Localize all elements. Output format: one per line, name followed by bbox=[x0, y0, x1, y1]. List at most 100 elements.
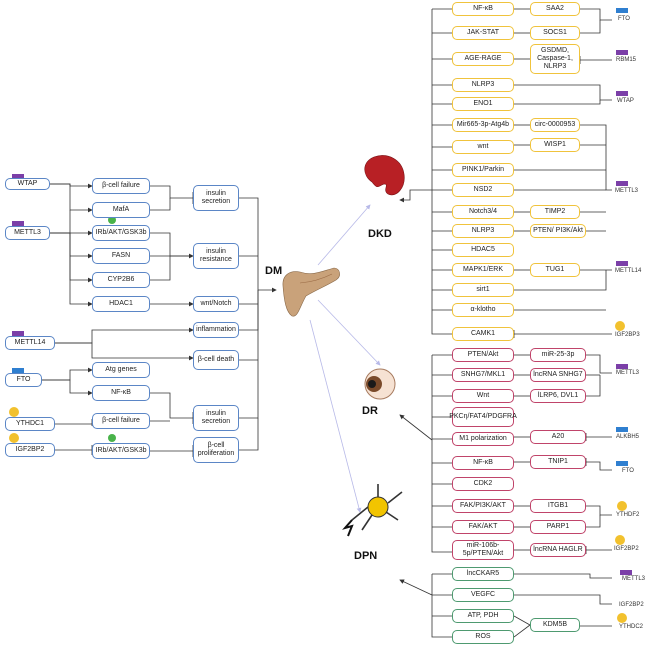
reader-badge bbox=[9, 407, 19, 417]
wnt-notch-node: wnt/Notch bbox=[193, 296, 239, 312]
connector-line bbox=[399, 579, 433, 596]
p-badge bbox=[108, 216, 116, 224]
connector-line bbox=[50, 183, 93, 213]
reader-badge bbox=[617, 613, 627, 623]
dr-ythdf2-label: YTHDF2 bbox=[616, 512, 640, 518]
dr-igf2bp2-label: IGF2BP2 bbox=[614, 546, 639, 552]
lnc-snhg7-node: lncRNA SNHG7 bbox=[530, 368, 586, 382]
connector-line bbox=[50, 210, 71, 234]
fasn-node: FASN bbox=[92, 248, 150, 264]
igf2bp2-node: IGF2BP2 bbox=[5, 443, 55, 457]
wtap-node: WTAP bbox=[5, 178, 50, 190]
connector-line bbox=[55, 342, 194, 361]
pten-pi3k-node: PTEN/ PI3K/Akt bbox=[530, 224, 586, 238]
dr-pathway-9: FAK/AKT bbox=[452, 520, 514, 534]
connector-line bbox=[431, 9, 452, 335]
kidney-illustration bbox=[364, 155, 405, 196]
dr-pathway-5: M1 polarization bbox=[452, 432, 514, 446]
parp1-node: PARP1 bbox=[530, 520, 586, 534]
dpn-pathway-4: ROS bbox=[452, 630, 514, 644]
connector-line bbox=[239, 197, 277, 293]
connector-line bbox=[586, 515, 601, 528]
mettl14-node: METTL14 bbox=[5, 336, 55, 350]
dr-label: DR bbox=[362, 405, 378, 417]
saa2-node: SAA2 bbox=[530, 2, 580, 16]
beta-cell-proliferation-node: β-cell proliferation bbox=[193, 437, 239, 463]
cyp2b6-node: CYP2B6 bbox=[92, 272, 150, 288]
connector-line bbox=[55, 327, 194, 344]
connector-line bbox=[50, 232, 93, 283]
dr-pathway-10: miR-106b-5p/PTEN/Akt bbox=[452, 540, 514, 560]
dpn-pathway-1: lncCKAR5 bbox=[452, 567, 514, 581]
dkd-pathway-12: HDAC5 bbox=[452, 243, 514, 257]
dpn-igf2bp2-label: IGF2BP2 bbox=[619, 602, 644, 608]
connector-line bbox=[239, 290, 259, 331]
irb-akt-gsk3b-2-node: IRb/AKT/GSK3b bbox=[92, 443, 150, 459]
connector-line bbox=[586, 505, 612, 516]
insulin-resistance-node: insulin resistance bbox=[193, 243, 239, 269]
ythdc1-node: YTHDC1 bbox=[5, 417, 55, 431]
eraser-badge bbox=[12, 368, 24, 373]
dkd-pathway-16: CAMK1 bbox=[452, 327, 514, 341]
neuron-illustration bbox=[367, 496, 389, 518]
connector-line bbox=[150, 256, 171, 281]
dr-pathway-4: PKCη/FAT4/PDGFRA bbox=[449, 407, 517, 427]
connector-line bbox=[317, 204, 371, 266]
dr-mettl3-label: METTL3 bbox=[616, 370, 640, 376]
dkd-mettl14-label: METTL14 bbox=[615, 268, 642, 274]
reader-badge bbox=[615, 321, 625, 331]
dpn-mettl3-label: METTL3 bbox=[622, 576, 646, 582]
a20-node: A20 bbox=[530, 430, 586, 444]
p-badge bbox=[108, 434, 116, 442]
connector-line bbox=[513, 615, 531, 626]
dkd-rbm15-label: RBM15 bbox=[616, 57, 637, 63]
connector-line bbox=[317, 299, 381, 366]
dkd-wtap-label: WTAP bbox=[617, 98, 634, 104]
connector-line bbox=[514, 84, 612, 101]
dkd-pathway-1: NF-κB bbox=[452, 2, 514, 16]
connector-line bbox=[513, 624, 531, 638]
dr-pathway-6: NF-κB bbox=[452, 456, 514, 470]
eraser-badge bbox=[616, 461, 628, 466]
dr-pathway-2: SNHG7/MKL1 bbox=[452, 368, 514, 382]
connector-line bbox=[150, 198, 171, 211]
connector-line bbox=[586, 461, 612, 471]
dkd-pathway-4: NLRP3 bbox=[452, 78, 514, 92]
dkd-label: DKD bbox=[368, 228, 392, 240]
connector-line bbox=[150, 232, 194, 259]
dkd-pathway-2: JAK-STAT bbox=[452, 26, 514, 40]
connector-line bbox=[42, 379, 93, 396]
writer-badge bbox=[616, 50, 628, 55]
dkd-pathway-5: ENO1 bbox=[452, 97, 514, 111]
connector-line bbox=[514, 100, 601, 105]
atg-genes-node: Atg genes bbox=[92, 362, 150, 378]
dr-pathway-7: CDK2 bbox=[452, 477, 514, 491]
nfkb-left-node: NF-κB bbox=[92, 385, 150, 401]
connector-line bbox=[514, 573, 612, 579]
dkd-pathway-9: NSD2 bbox=[452, 183, 514, 197]
mettl3-node: METTL3 bbox=[5, 226, 50, 240]
connector-line bbox=[514, 270, 607, 291]
dpn-pathway-2: VEGFC bbox=[452, 588, 514, 602]
connector-line bbox=[514, 594, 612, 605]
dpn-ythdc2-label: YTHDC2 bbox=[619, 624, 644, 630]
pancreas-illustration bbox=[282, 267, 340, 317]
fto-node: FTO bbox=[5, 373, 42, 387]
insulin-secretion-node: insulin secretion bbox=[193, 185, 239, 211]
gsdmd-node: GSDMD, Caspase-1, NLRP3 bbox=[530, 44, 580, 74]
dr-pathway-1: PTEN/Akt bbox=[452, 348, 514, 362]
beta-cell-failure-node: β-cell failure bbox=[92, 178, 150, 194]
irb-akt-gsk3b-node: IRb/AKT/GSK3b bbox=[92, 225, 150, 241]
tnip1-node: TNIP1 bbox=[530, 455, 586, 469]
connector-line bbox=[431, 574, 452, 638]
connector-line bbox=[239, 290, 259, 419]
dr-pathway-8: FAK/PI3K/AKT bbox=[452, 499, 514, 513]
connector-line bbox=[239, 418, 259, 451]
writer-badge bbox=[12, 331, 24, 336]
eraser-badge bbox=[616, 8, 628, 13]
tug1-node: TUG1 bbox=[530, 263, 580, 277]
dkd-pathway-7: wnt bbox=[452, 140, 514, 154]
writer-badge bbox=[616, 91, 628, 96]
wisp1-node: WISP1 bbox=[530, 138, 580, 152]
